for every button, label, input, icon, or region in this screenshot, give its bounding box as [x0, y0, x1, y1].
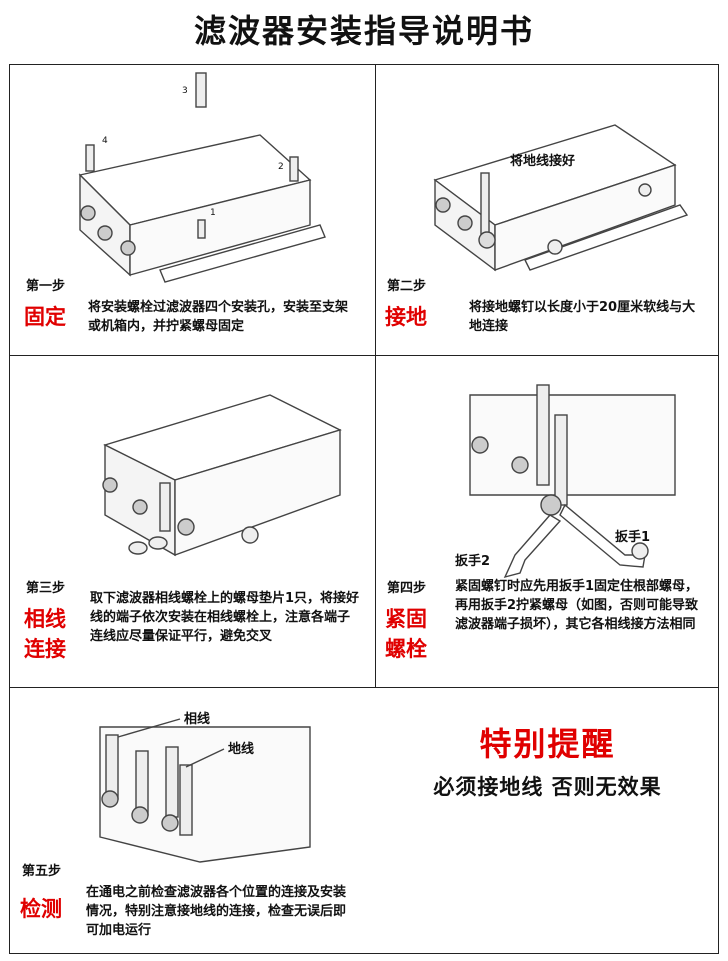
- step-4-panel: 扳手1 扳手2 第四步 紧固 螺栓 紧固螺钉时应先用扳手1固定住根部螺母，再用扳…: [375, 355, 720, 687]
- bolt-label-3: 3: [182, 86, 188, 96]
- filter-side-face: [129, 179, 311, 276]
- inspection-illustration: 相线 地线: [99, 711, 311, 863]
- terminal-bolt: [177, 518, 195, 536]
- ground-terminal: [179, 764, 193, 836]
- wire-terminal: [159, 482, 171, 532]
- step-1-panel: 3 4 2 1 第一步 固定 将安装螺栓过滤波器四个安装孔，安装至支架或机箱内，…: [10, 65, 375, 355]
- step-2-panel: 将地线接好 第二步 接地 将接地螺钉以长度小于20厘米软线与大地连接: [375, 65, 720, 355]
- filter-side-face: [469, 394, 676, 496]
- terminal-bolt: [435, 197, 451, 213]
- terminal-bolt: [131, 806, 149, 824]
- terminal-bolt: [80, 205, 96, 221]
- terminal-bolt: [471, 436, 489, 454]
- callout-line: [185, 748, 225, 768]
- bolt-stud: [554, 414, 568, 506]
- mount-bolt: [289, 156, 299, 182]
- terminal-bolt: [161, 814, 179, 832]
- terminal-bolt: [120, 240, 136, 256]
- terminal-bolt: [102, 477, 118, 493]
- callout-line: [117, 718, 181, 738]
- step-name: 接地: [385, 305, 427, 329]
- step-name-line2: 连接: [24, 637, 66, 661]
- wire-terminal: [165, 746, 179, 818]
- wire-terminal: [105, 734, 119, 800]
- wire-terminal: [536, 384, 550, 486]
- step-number: 第四步: [387, 581, 427, 596]
- terminal-nut: [540, 494, 562, 516]
- terminal-bolt: [457, 215, 473, 231]
- step-name-line1: 相线: [24, 607, 66, 631]
- ground-nut: [478, 231, 496, 249]
- mount-bolt: [85, 144, 95, 172]
- terminal-bolt: [511, 456, 529, 474]
- step-3-panel: 第三步 相线 连接 取下滤波器相线螺栓上的螺母垫片1只，将接好线的端子依次安装在…: [10, 355, 375, 687]
- terminal-bolt: [97, 225, 113, 241]
- warning-panel: 特别提醒 必须接地线 否则无效果: [375, 687, 720, 955]
- mount-flange: [524, 204, 689, 271]
- step-name-line1: 紧固: [385, 607, 427, 631]
- phase-wire-label: 相线: [184, 711, 210, 727]
- bolt-label-4: 4: [102, 136, 108, 146]
- instruction-grid: 3 4 2 1 第一步 固定 将安装螺栓过滤波器四个安装孔，安装至支架或机箱内，…: [9, 64, 719, 954]
- terminal-bolt: [101, 790, 119, 808]
- wire-terminal: [135, 750, 149, 816]
- step-name: 固定: [24, 305, 66, 329]
- step-description: 取下滤波器相线螺栓上的螺母垫片1只，将接好线的端子依次安装在相线螺栓上，注意各端…: [90, 591, 360, 644]
- bolt-label-1: 1: [210, 208, 216, 218]
- wrench-illustration: 扳手1 扳手2: [455, 384, 676, 579]
- wrench-1: [559, 503, 646, 568]
- step-description: 在通电之前检查滤波器各个位置的连接及安装情况，特别注意接地线的连接，检查无误后即…: [86, 885, 347, 938]
- mount-flange: [159, 224, 326, 283]
- row-divider-2: [10, 687, 718, 688]
- step-description: 将接地螺钉以长度小于20厘米软线与大地连接: [469, 300, 696, 334]
- mount-bolt: [631, 542, 649, 560]
- step-number: 第五步: [22, 864, 62, 879]
- bolt-label-2: 2: [278, 162, 284, 172]
- ground-bolt: [480, 172, 490, 240]
- step-number: 第三步: [26, 581, 66, 596]
- warning-subtitle: 必须接地线 否则无效果: [433, 775, 662, 799]
- warning-title: 特别提醒: [479, 725, 616, 763]
- ground-wire-label: 地线: [228, 741, 254, 757]
- wrench-2: [503, 514, 562, 579]
- column-divider: [375, 65, 376, 687]
- row-divider-1: [10, 355, 718, 356]
- wrench-1-label: 扳手1: [615, 529, 650, 545]
- wrench-2-label: 扳手2: [455, 553, 490, 569]
- filter-mount-illustration: 3 4 2 1: [78, 72, 326, 283]
- mount-bolt: [197, 219, 206, 239]
- step-description: 紧固螺钉时应先用扳手1固定住根部螺母，再用扳手2拧紧螺母（如图，否则可能导致滤波…: [455, 579, 699, 632]
- phase-wire-illustration: [102, 394, 342, 557]
- washer: [128, 541, 148, 555]
- page-title: 滤波器安装指导说明书: [193, 12, 534, 50]
- mount-bolt: [547, 239, 563, 255]
- filter-side-face: [494, 164, 676, 271]
- step-number: 第一步: [26, 279, 66, 294]
- step-number: 第二步: [387, 279, 427, 294]
- mount-bolt: [241, 526, 259, 544]
- step-description: 将安装螺栓过滤波器四个安装孔，安装至支架或机箱内，并拧紧螺母固定: [88, 300, 349, 334]
- filter-side-face: [99, 726, 311, 863]
- ground-wire-illustration: 将地线接好: [433, 124, 689, 272]
- filter-side-face: [174, 429, 341, 556]
- step-5-panel: 相线 地线 第五步 检测 在通电之前检查滤波器各个位置的连接及安装情况，特别注意…: [10, 687, 375, 955]
- mount-bolt: [195, 72, 207, 108]
- mount-bolt: [638, 183, 652, 197]
- terminal-bolt: [132, 499, 148, 515]
- step-name: 检测: [20, 897, 62, 921]
- washer: [148, 536, 168, 550]
- step-name-line2: 螺栓: [385, 637, 427, 661]
- ground-callout: 将地线接好: [510, 153, 575, 169]
